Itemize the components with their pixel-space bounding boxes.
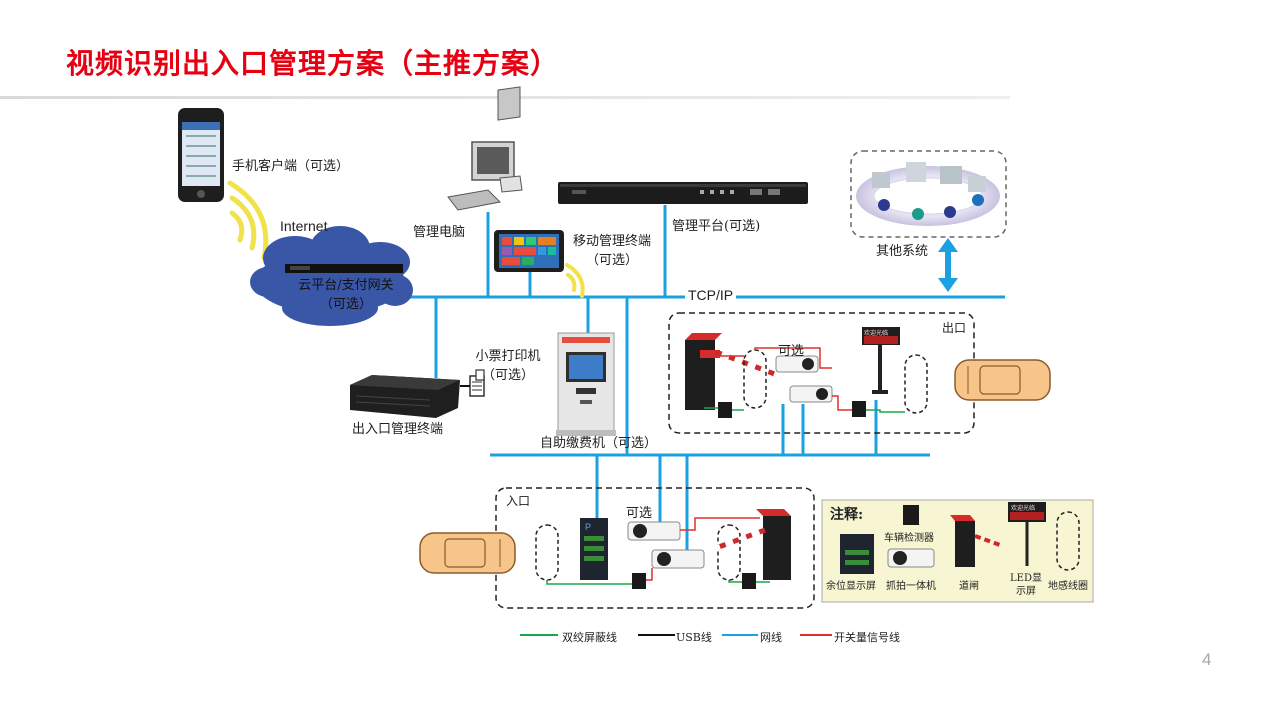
wireless-waves-phone: [227, 180, 269, 261]
page-title: 视频识别出入口管理方案（主推方案）: [66, 47, 560, 80]
legend-line-label-2: 网线: [760, 631, 782, 644]
exit-led-display: [862, 327, 900, 394]
label-entrance-exit-terminal: 出入口管理终端: [352, 422, 444, 437]
legend-label-capture-camera: 抓拍一体机: [886, 581, 936, 592]
label-management-platform: 管理平台(可选): [672, 219, 761, 234]
legend-label-led-display-line2: 示屏: [1016, 586, 1036, 597]
legend-camera-icon: [887, 548, 935, 568]
label-exit-zone: 出口: [942, 321, 967, 335]
label-mobile-terminal-line2: （可选）: [585, 253, 638, 268]
exit-loop-coil-2: [904, 354, 928, 414]
label-management-pc: 管理电脑: [413, 225, 466, 240]
label-legend-led-text: 欢迎光临: [1011, 505, 1036, 512]
legend-line-label-0: 双绞屏蔽线: [562, 631, 617, 644]
exit-loop-coil-1: [743, 349, 767, 409]
legend-label-barrier-gate: 道闸: [959, 581, 979, 592]
label-optional-exit: 可选: [778, 344, 805, 359]
exit-camera-1: [775, 355, 819, 373]
mobile-phone: [178, 108, 224, 202]
label-optional-entrance: 可选: [626, 506, 653, 521]
label-mobile-terminal: 移动管理终端 （可选）: [562, 230, 662, 268]
entrance-space-display: P: [580, 518, 608, 580]
entrance-loop-coil-2: [717, 524, 741, 581]
self-pay-kiosk: [556, 332, 616, 436]
entrance-detector-2: [742, 573, 756, 589]
legend-label-led-display-line1: LED显: [1010, 573, 1042, 584]
legend-loop-icon: [1056, 511, 1080, 571]
wireless-waves-tablet: [565, 263, 585, 298]
other-systems-icon: [856, 162, 1000, 226]
label-entrance-zone: 入口: [506, 494, 531, 508]
page-number: 4: [1202, 650, 1212, 669]
label-mobile-client: 手机客户端（可选）: [232, 159, 350, 174]
label-other-systems: 其他系统: [876, 244, 929, 259]
entrance-loop-coil-1: [535, 524, 559, 581]
exit-detector-1: [718, 402, 732, 418]
label-cloud-platform-line1: 云平台/支付网关: [298, 278, 394, 293]
legend-label-space-display: 余位显示屏: [826, 581, 876, 592]
entrance-barrier-gate: [715, 509, 791, 580]
label-self-pay-kiosk: 自助缴费机（可选）: [540, 436, 658, 451]
legend-barrier-icon: [950, 515, 1001, 567]
exit-car: [954, 359, 1051, 401]
label-internet: Internet: [280, 218, 328, 234]
exit-barrier-gate: [685, 333, 781, 410]
legend-line-label-3: 开关量信号线: [834, 631, 900, 644]
management-platform-device: [558, 182, 808, 204]
label-ticket-printer: 小票打印机 （可选）: [466, 345, 550, 383]
label-cloud-platform: 云平台/支付网关 （可选）: [287, 274, 405, 312]
label-cloud-platform-line2: （可选）: [319, 297, 372, 312]
terminal-device: [350, 375, 460, 418]
label-ticket-printer-line1: 小票打印机: [475, 349, 541, 364]
label-mobile-terminal-line1: 移动管理终端: [572, 234, 651, 249]
entrance-camera-2: [651, 549, 705, 569]
legend-detector-icon: [903, 505, 919, 525]
label-tcp-ip: TCP/IP: [685, 287, 737, 303]
legend-line-label-1: USB线: [676, 631, 712, 644]
entrance-camera-1: [627, 521, 681, 541]
legend-space-display-icon: [840, 534, 874, 574]
management-pc-icon: [447, 86, 523, 211]
legend-led-icon: [1008, 502, 1046, 566]
other-systems-arrow: [938, 238, 958, 292]
other-systems-frame: [850, 150, 1007, 238]
label-exit-led-text: 欢迎光临: [864, 330, 889, 337]
entrance-car: [419, 532, 516, 574]
exit-detector-2: [852, 401, 866, 417]
legend-title: 注释:: [830, 507, 864, 523]
tablet-terminal: [494, 230, 564, 272]
svg-text:P: P: [585, 522, 591, 532]
label-ticket-printer-line2: （可选）: [481, 368, 534, 383]
legend-label-led-display: LED显 示屏: [1008, 572, 1044, 598]
entrance-detector-1: [632, 573, 646, 589]
legend-label-loop-coil: 地感线圈: [1048, 581, 1088, 592]
cloud-server-device: [285, 264, 403, 273]
legend-label-vehicle-detector: 车辆检测器: [884, 533, 934, 544]
exit-camera-2: [789, 385, 833, 403]
